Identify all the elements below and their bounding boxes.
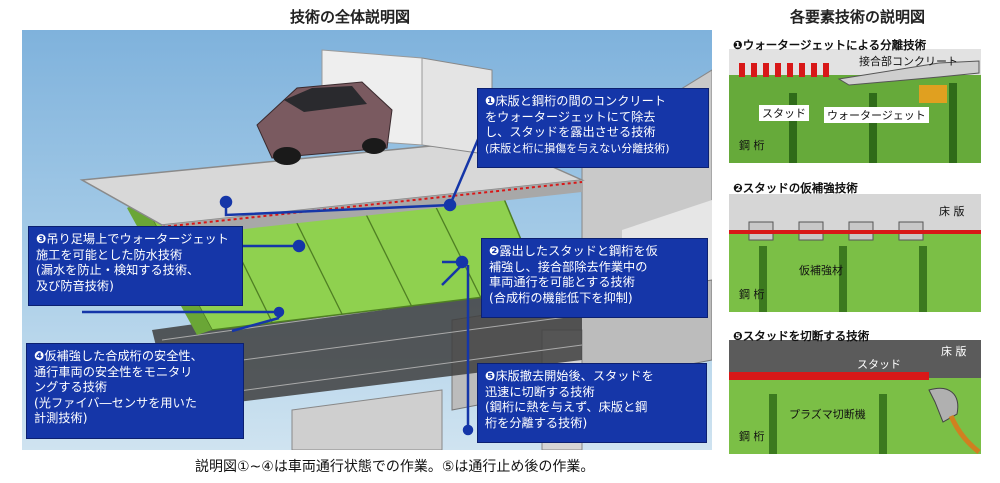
callout-2: ❷露出したスタッドと鋼桁を仮 補強し、接合部除去作業中の 車両通行を可能とする技…	[481, 238, 708, 318]
callout-5-line-2: 迅速に切断する技術	[485, 385, 595, 399]
callout-2-line-3: 車両通行を可能とする技術	[489, 275, 635, 289]
callout-2-line-2: 補強し、接合部除去作業中の	[489, 260, 647, 274]
panel-1-label-girder: 鋼 桁	[739, 137, 765, 153]
panel-3-label-plasma: プラズマ切断機	[789, 406, 866, 422]
callout-3: ❸吊り足場上でウォータージェット 施工を可能とした防水技術 (漏水を防止・検知す…	[28, 226, 243, 306]
callout-5-line-1: 床版撤去開始後、スタッドを	[495, 369, 653, 383]
bridge-scene: ❶床版と鋼桁の間のコンクリート をウォータージェットにて除去 し、スタッドを露出…	[22, 30, 712, 450]
callout-3-line-2: 施工を可能とした防水技術	[36, 248, 182, 262]
callout-4-line-2: 通行車両の安全性をモニタリ	[34, 365, 192, 379]
right-title: 各要素技術の説明図	[790, 6, 925, 27]
callout-1-number: ❶	[485, 94, 495, 108]
panel-1-label-wj: ウォータージェット	[824, 107, 929, 123]
callout-1-line-1: 床版と鋼桁の間のコンクリート	[495, 94, 666, 108]
panel-temp-reinforce: ❷スタッドの仮補強技術 床 版 仮補強材 鋼 桁	[729, 176, 981, 312]
caption: 説明図①~④は車両通行状態での作業。⑤は通行止め後の作業。	[195, 456, 594, 476]
callout-2-line-1: 露出したスタッドと鋼桁を仮	[499, 244, 657, 258]
panel-water-jet: ❶ウォータージェットによる分離技術 接合部コンクリート スタッド ウォータージェ…	[729, 33, 981, 163]
callout-3-number: ❸	[36, 232, 46, 246]
panel-stud-cutting: ❺スタッドを切断する技術 床 版 スタッド プラズマ切断機 鋼 桁	[729, 324, 981, 454]
callout-1-line-2: をウォータージェットにて除去	[485, 110, 655, 124]
callout-4-line-3: ングする技術	[34, 380, 107, 394]
callout-1-line-3: し、スタッドを露出させる技術	[485, 125, 656, 139]
callout-4: ❹仮補強した合成桁の安全性、 通行車両の安全性をモニタリ ングする技術 (光ファ…	[26, 343, 244, 439]
panel-3-label-slab: 床 版	[941, 343, 967, 359]
callout-4-line-5: 計測技術)	[34, 411, 88, 425]
panel-1-label-concrete: 接合部コンクリート	[859, 53, 958, 69]
callout-4-line-1: 仮補強した合成桁の安全性、	[44, 349, 202, 363]
callout-3-line-3: (漏水を防止・検知する技術、	[36, 263, 199, 277]
panel-1-title: ❶ウォータージェットによる分離技術	[733, 37, 926, 53]
callout-5-number: ❺	[485, 369, 495, 383]
panel-2-label-reinforce: 仮補強材	[799, 262, 843, 278]
callout-1-note: (床版と桁に損傷を与えない分離技術)	[485, 142, 670, 155]
car	[257, 82, 392, 165]
callout-5-line-3: (鋼桁に熱を与えず、床版と鋼	[485, 400, 647, 414]
callout-4-number: ❹	[34, 349, 44, 363]
callout-5-line-4: 桁を分離する技術)	[485, 416, 587, 430]
callout-3-line-4: 及び防音技術)	[36, 279, 114, 293]
callout-2-line-4: (合成桁の機能低下を抑制)	[489, 291, 633, 305]
left-title: 技術の全体説明図	[290, 6, 410, 27]
callout-2-number: ❷	[489, 244, 499, 258]
panel-2-illustration	[729, 176, 981, 312]
panel-1-label-stud: スタッド	[759, 105, 809, 121]
callout-3-line-1: 吊り足場上でウォータージェット	[46, 232, 229, 246]
panel-3-label-girder: 鋼 桁	[739, 428, 765, 444]
panel-2-title: ❷スタッドの仮補強技術	[733, 180, 858, 196]
callout-4-line-4: (光ファイバ―センサを用いた	[34, 396, 197, 410]
callout-1: ❶床版と鋼桁の間のコンクリート をウォータージェットにて除去 し、スタッドを露出…	[477, 88, 709, 168]
panel-2-label-girder: 鋼 桁	[739, 286, 765, 302]
panel-3-title: ❺スタッドを切断する技術	[733, 328, 869, 344]
callout-5: ❺床版撤去開始後、スタッドを 迅速に切断する技術 (鋼桁に熱を与えず、床版と鋼 …	[477, 363, 707, 443]
panel-2-label-slab: 床 版	[939, 203, 965, 219]
panel-3-label-stud: スタッド	[857, 356, 901, 372]
